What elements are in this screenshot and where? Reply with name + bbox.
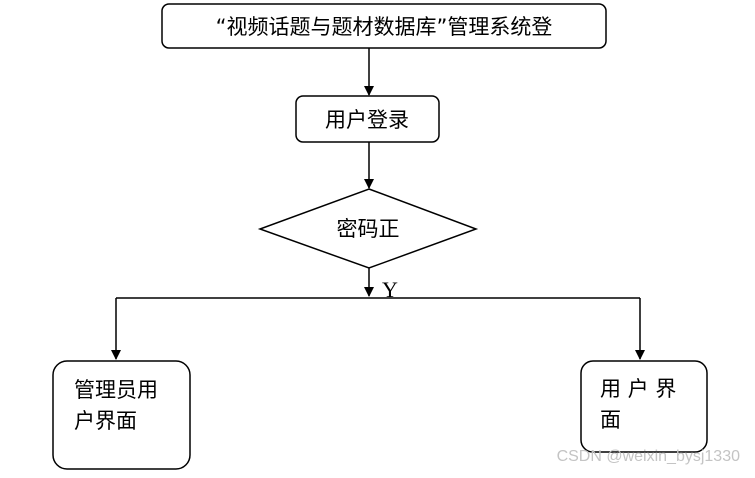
watermark: CSDN @weixin_bysj1330 (556, 448, 740, 465)
user-interface-node: 用 户 界 面 (580, 360, 708, 453)
start-node: “视频话题与题材数据库”管理系统登 (161, 3, 607, 49)
admin-interface-label-line2: 户界面 (74, 409, 137, 433)
login-node: 用户登录 (295, 95, 440, 143)
login-node-label: 用户登录 (325, 108, 409, 132)
admin-interface-label-line1: 管理员用 (74, 378, 158, 402)
start-node-label: “视频话题与题材数据库”管理系统登 (216, 15, 553, 39)
yes-label: Y (382, 277, 398, 302)
decision-node-label: 密码正 (337, 217, 400, 241)
user-interface-label-line1: 用 户 界 (600, 377, 676, 401)
user-interface-label-line2: 面 (600, 408, 621, 432)
admin-interface-node: 管理员用 户界面 (52, 360, 191, 470)
decision-node: 密码正 (257, 188, 479, 269)
